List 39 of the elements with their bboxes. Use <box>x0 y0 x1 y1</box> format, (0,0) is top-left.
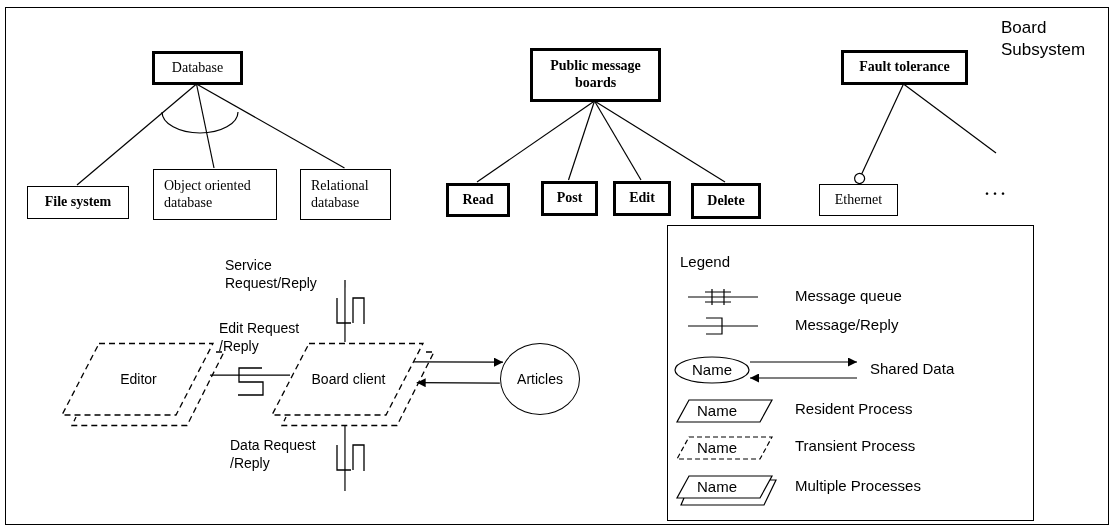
symbol-label: Name <box>692 361 732 380</box>
component-box: Read <box>446 183 510 217</box>
legend-label: Message queue <box>795 287 902 306</box>
component-box: Delete <box>691 183 761 219</box>
symbol-label: Name <box>697 439 737 458</box>
arrow <box>416 378 501 388</box>
connector-line <box>854 83 905 185</box>
symbol-label: Name <box>697 478 737 497</box>
component-box: Public message boards <box>530 48 661 102</box>
connector-line <box>902 83 997 154</box>
component-box: Post <box>541 181 598 216</box>
connector-line <box>593 100 642 181</box>
component-box: Object oriented database <box>153 169 277 220</box>
connector-line <box>195 83 215 169</box>
connector-line <box>567 100 596 181</box>
legend-label: Shared Data <box>870 360 955 379</box>
component-box: Ethernet <box>819 184 898 216</box>
component-box: Fault tolerance <box>841 50 968 85</box>
connector-line <box>344 279 346 343</box>
component-box: Edit <box>613 181 671 216</box>
subsystem-frame <box>5 7 1109 525</box>
component-box: Relational database <box>300 169 391 220</box>
connector-line <box>76 83 198 186</box>
component-box: File system <box>27 186 129 219</box>
symbol-label: Name <box>697 402 737 421</box>
arrow <box>413 357 504 367</box>
legend-label: Multiple Processes <box>795 477 921 496</box>
connector-line <box>209 374 291 376</box>
legend-label: Message/Reply <box>795 316 899 335</box>
subsystem-title: Board Subsystem <box>1001 17 1087 62</box>
edge-label: Service Request/Reply <box>225 257 318 292</box>
component-box: Database <box>152 51 243 85</box>
legend-label: Resident Process <box>795 400 913 419</box>
legend-label: Transient Process <box>795 437 916 456</box>
edge-label: Data Request /Reply <box>230 437 317 472</box>
connector-line <box>476 100 596 183</box>
legend-title: Legend <box>680 253 731 272</box>
ellipsis: ... <box>979 154 1015 201</box>
connector-line <box>344 424 346 492</box>
